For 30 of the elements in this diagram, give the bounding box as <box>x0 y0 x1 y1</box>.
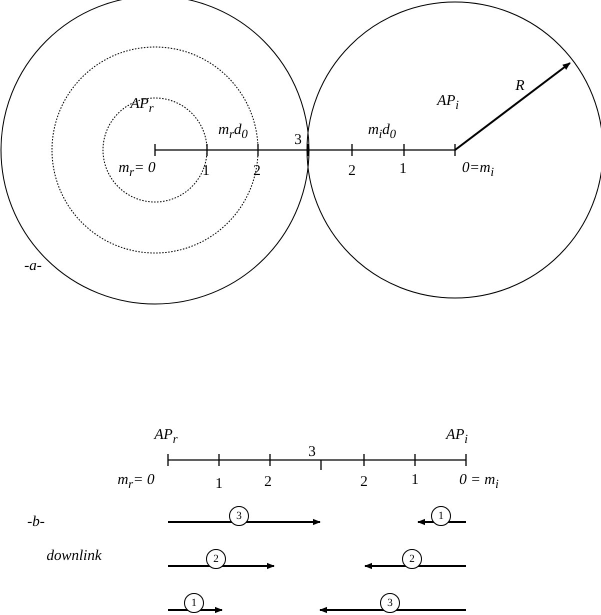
axis-label: 3 <box>294 132 302 148</box>
axis-label: 0=m$_{i}$ <box>462 160 494 180</box>
axis-label: 1 <box>411 472 419 488</box>
axis-label: -a- <box>24 258 42 274</box>
axis-label: R <box>515 78 525 94</box>
axis-label: 2 <box>253 163 261 179</box>
axis-label: -b- <box>27 514 45 530</box>
axis-label: 2 <box>264 474 272 490</box>
circled-number: 3 <box>380 593 400 613</box>
circled-number: 3 <box>229 506 249 526</box>
axis-label: m$_{r}$= 0 <box>117 472 155 492</box>
axis-label: m$_{i}$d$_{0}$ <box>368 122 396 142</box>
axis-label: 1 <box>202 163 210 179</box>
axis-label: downlink <box>46 548 102 564</box>
circled-number: 1 <box>184 593 204 613</box>
axis-label: m$_{r}$= 0 <box>118 160 156 180</box>
axis-label: AP$_{i}$ <box>446 427 468 447</box>
axis-label: 2 <box>348 163 356 179</box>
axis-label: AP$_{r}$ <box>154 427 178 447</box>
circled-number: 2 <box>402 549 422 569</box>
circled-number: 1 <box>431 506 451 526</box>
circled-number: 2 <box>206 549 226 569</box>
axis-label: 1 <box>399 161 407 177</box>
axis-label: 1 <box>215 476 223 492</box>
axis-label: 3 <box>308 444 316 460</box>
axis-label: m$_{r}$d$_{0}$ <box>218 122 248 142</box>
axis-label: 0 = m$_{i}$ <box>459 472 499 492</box>
axis-label: AP$_{r}$ <box>130 96 154 116</box>
axis-label: AP$_{i}$ <box>437 93 459 113</box>
axis-label: 2 <box>360 474 368 490</box>
